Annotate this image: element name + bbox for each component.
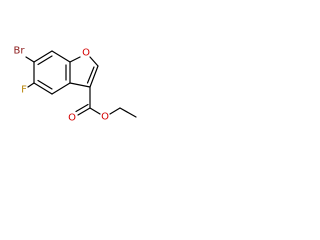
structure-canvas: Br F O O O xyxy=(0,0,152,152)
bond-o1-c2 xyxy=(89,56,99,67)
atom-label-o-ring: O xyxy=(82,48,90,59)
bond-c6-br xyxy=(25,56,35,63)
bond-c7a-c7 xyxy=(51,50,71,63)
bond-c2-c3-inner xyxy=(86,66,95,84)
molecule-diagram: Br F O O O xyxy=(14,46,137,124)
bond-c7-c6 xyxy=(33,50,53,63)
bond-ccarbonyl-ocarbonyl-a xyxy=(77,107,91,116)
bond-c5-c4-inner xyxy=(37,79,53,90)
atom-label-o-ester: O xyxy=(101,112,109,123)
atom-label-br: Br xyxy=(14,46,26,57)
bond-c3-c3a xyxy=(69,82,91,88)
bond-c7-c6-inner xyxy=(37,55,53,66)
bond-c4-c3a xyxy=(51,82,71,95)
bond-c7a-o1 xyxy=(69,56,81,63)
bond-ccarbonyl-ocarbonyl-b xyxy=(75,103,89,113)
atom-label-o-carbonyl: O xyxy=(68,113,76,124)
bond-oester-cmethylene xyxy=(109,107,121,115)
bond-c2-c3 xyxy=(89,65,99,88)
bond-c5-c4 xyxy=(33,82,53,95)
bond-ccarbonyl-oester xyxy=(89,107,101,115)
atom-label-f: F xyxy=(21,85,27,96)
bond-c5-f xyxy=(27,82,35,88)
bond-cmethylene-cmethyl xyxy=(119,107,137,118)
